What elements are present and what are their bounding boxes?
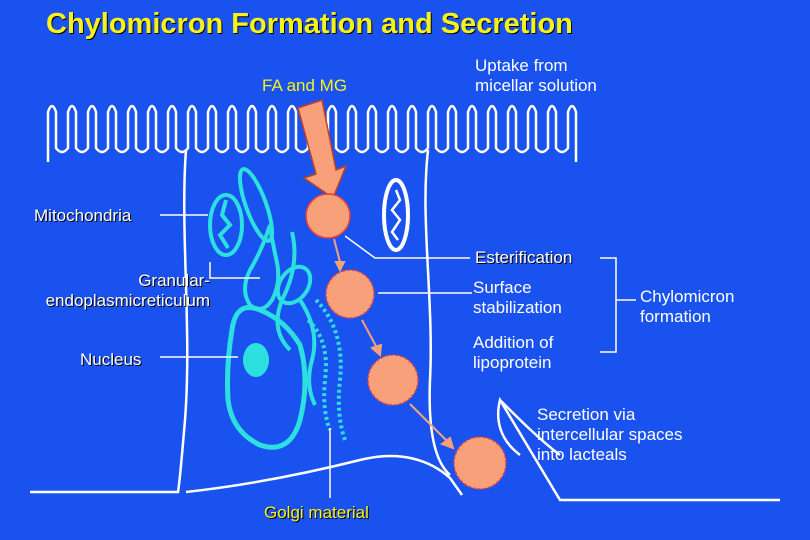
center-cell-wall bbox=[424, 149, 451, 476]
page-title: Chylomicron Formation and Secretion bbox=[46, 8, 573, 40]
addition-lipoprotein-label: Addition of lipoprotein bbox=[473, 333, 554, 372]
nucleus-organelle bbox=[225, 305, 308, 450]
nucleus-label: Nucleus bbox=[80, 350, 142, 369]
golgi-label: Golgi material bbox=[264, 503, 369, 522]
esterification-label: Esterification bbox=[475, 248, 573, 267]
uptake-arrow-icon bbox=[297, 99, 348, 200]
mitochondria-label: Mitochondria bbox=[34, 206, 132, 225]
uptake-label: Uptake from micellar solution bbox=[475, 56, 597, 95]
nucleolus-icon bbox=[243, 343, 269, 377]
left-cell-wall bbox=[30, 149, 189, 494]
lipid-droplets bbox=[305, 193, 507, 490]
mitochondria-organelles bbox=[208, 167, 410, 306]
basement-membrane bbox=[185, 454, 464, 496]
label-leader-lines bbox=[160, 214, 636, 498]
surface-stabilization-label: Surface stabilization bbox=[473, 278, 562, 317]
pathway-arrows bbox=[333, 238, 455, 450]
secretion-label: Secretion via intercellular spaces into … bbox=[537, 405, 683, 464]
fa-mg-label: FA and MG bbox=[262, 76, 348, 95]
intercellular-space bbox=[499, 399, 561, 456]
chylomicron-formation-label: Chylomicron formation bbox=[640, 287, 735, 326]
golgi-organelle bbox=[306, 298, 347, 441]
granular-er-label: Granular- endoplasmicreticulum bbox=[45, 271, 210, 310]
